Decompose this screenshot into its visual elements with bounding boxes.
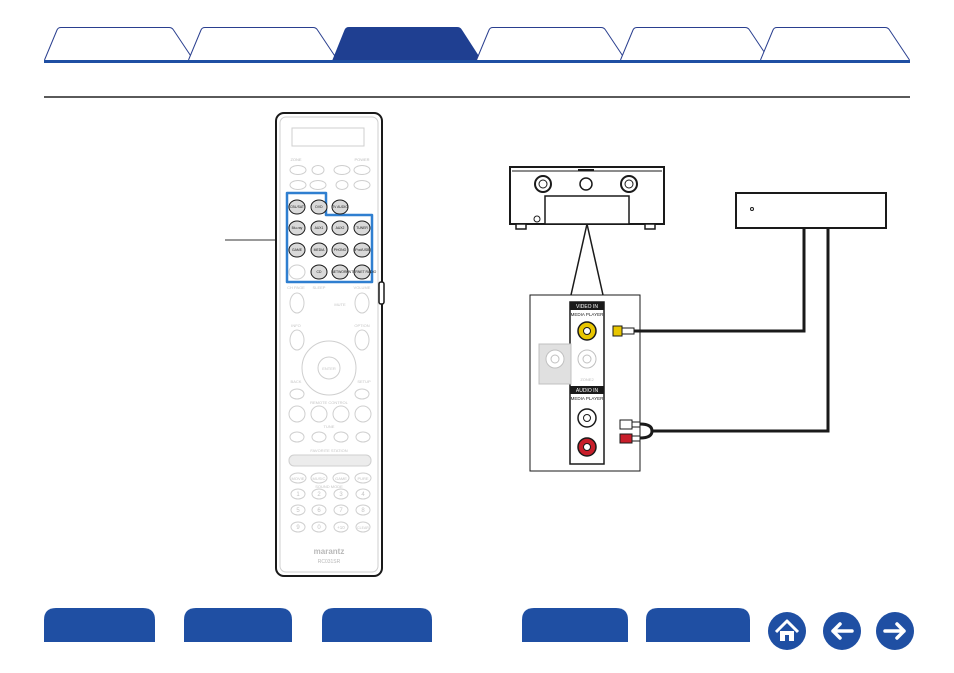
source-buttons-highlight bbox=[285, 191, 374, 284]
header-rule bbox=[44, 60, 910, 63]
svg-text:INFO: INFO bbox=[291, 323, 301, 328]
receiver-rear-panel: VIDEO IN MEDIA PLAYER ZONE2 AUDIO IN MED… bbox=[529, 294, 641, 472]
svg-text:REMOTE CONTROL: REMOTE CONTROL bbox=[310, 400, 349, 405]
svg-text:VIDEO IN: VIDEO IN bbox=[576, 304, 598, 310]
svg-text:ZONE2: ZONE2 bbox=[580, 377, 594, 382]
audio-cable bbox=[619, 228, 830, 444]
svg-text:TUNE: TUNE bbox=[324, 424, 335, 429]
svg-text:2: 2 bbox=[317, 492, 321, 498]
svg-text:NETWORK: NETWORK bbox=[331, 270, 349, 274]
svg-text:iPod/USB: iPod/USB bbox=[355, 248, 370, 252]
svg-text:AUX2: AUX2 bbox=[336, 226, 345, 230]
tab-bar bbox=[44, 27, 910, 61]
svg-text:DVD: DVD bbox=[315, 205, 323, 209]
svg-text:MEDIA PLAYER: MEDIA PLAYER bbox=[571, 312, 604, 317]
svg-text:GAME: GAME bbox=[292, 248, 303, 252]
arrow-left-icon bbox=[823, 612, 861, 650]
svg-text:CD: CD bbox=[317, 270, 322, 274]
svg-text:MOVIE: MOVIE bbox=[292, 476, 305, 481]
svg-text:MUTE: MUTE bbox=[334, 302, 346, 307]
section-divider bbox=[44, 96, 910, 98]
svg-text:SETUP: SETUP bbox=[357, 379, 371, 384]
svg-text:POWER: POWER bbox=[354, 157, 369, 162]
svg-text:ENTER: ENTER bbox=[322, 366, 336, 371]
tab-4[interactable] bbox=[476, 27, 626, 61]
remote-model: RC031SR bbox=[318, 559, 341, 565]
svg-text:MEDIA PLAYER: MEDIA PLAYER bbox=[571, 396, 604, 401]
svg-text:INTERNET RADIO: INTERNET RADIO bbox=[348, 270, 377, 274]
svg-text:7: 7 bbox=[339, 508, 343, 514]
svg-text:PURE: PURE bbox=[357, 476, 368, 481]
svg-text:VOLUME: VOLUME bbox=[354, 285, 371, 290]
svg-text:AUX1: AUX1 bbox=[315, 226, 324, 230]
home-icon bbox=[768, 612, 806, 650]
nav-button-3[interactable] bbox=[322, 608, 432, 642]
svg-text:+10: +10 bbox=[337, 525, 345, 530]
svg-text:Blu-ray: Blu-ray bbox=[292, 226, 303, 230]
back-button[interactable] bbox=[822, 611, 862, 651]
svg-text:SLEEP: SLEEP bbox=[313, 285, 326, 290]
svg-text:4: 4 bbox=[361, 492, 365, 498]
svg-text:CLEAR: CLEAR bbox=[357, 526, 369, 530]
video-cable bbox=[612, 228, 806, 337]
svg-text:TV AUDIO: TV AUDIO bbox=[332, 205, 348, 209]
nav-button-4[interactable] bbox=[522, 608, 628, 642]
svg-text:SOUND MODE: SOUND MODE bbox=[315, 484, 343, 489]
svg-text:PHONO: PHONO bbox=[334, 248, 347, 252]
svg-text:1: 1 bbox=[296, 492, 300, 498]
nav-button-1[interactable] bbox=[44, 608, 155, 642]
nav-button-5[interactable] bbox=[646, 608, 750, 642]
arrow-right-icon bbox=[876, 612, 914, 650]
svg-text:5: 5 bbox=[296, 508, 300, 514]
forward-button[interactable] bbox=[875, 611, 915, 651]
svg-text:8: 8 bbox=[361, 508, 365, 514]
tab-2[interactable] bbox=[188, 27, 338, 61]
svg-text:MUSIC: MUSIC bbox=[313, 476, 326, 481]
tab-6[interactable] bbox=[760, 27, 910, 61]
media-player-device bbox=[735, 192, 887, 229]
av-receiver bbox=[509, 166, 665, 230]
svg-text:CH PAGE: CH PAGE bbox=[287, 285, 305, 290]
svg-text:OPTION: OPTION bbox=[354, 323, 369, 328]
svg-text:6: 6 bbox=[317, 508, 321, 514]
tab-3[interactable] bbox=[332, 27, 482, 61]
svg-text:TUNER: TUNER bbox=[356, 226, 368, 230]
svg-text:3: 3 bbox=[339, 492, 343, 498]
svg-text:9: 9 bbox=[296, 525, 300, 531]
svg-text:GAME: GAME bbox=[335, 476, 347, 481]
svg-text:ZONE: ZONE bbox=[290, 157, 301, 162]
svg-text:BACK: BACK bbox=[291, 379, 302, 384]
remote-brand: marantz bbox=[314, 547, 345, 556]
svg-text:CBL/SAT: CBL/SAT bbox=[290, 205, 304, 209]
tab-1[interactable] bbox=[44, 27, 194, 61]
nav-button-2[interactable] bbox=[184, 608, 292, 642]
tab-5[interactable] bbox=[620, 27, 770, 61]
home-button[interactable] bbox=[767, 611, 807, 651]
remote-control: ZONE POWER bbox=[275, 112, 385, 577]
svg-text:MEDIA: MEDIA bbox=[314, 248, 325, 252]
svg-text:0: 0 bbox=[317, 525, 321, 531]
svg-text:AUDIO IN: AUDIO IN bbox=[576, 388, 599, 394]
svg-text:FAVORITE STATION: FAVORITE STATION bbox=[310, 448, 347, 453]
